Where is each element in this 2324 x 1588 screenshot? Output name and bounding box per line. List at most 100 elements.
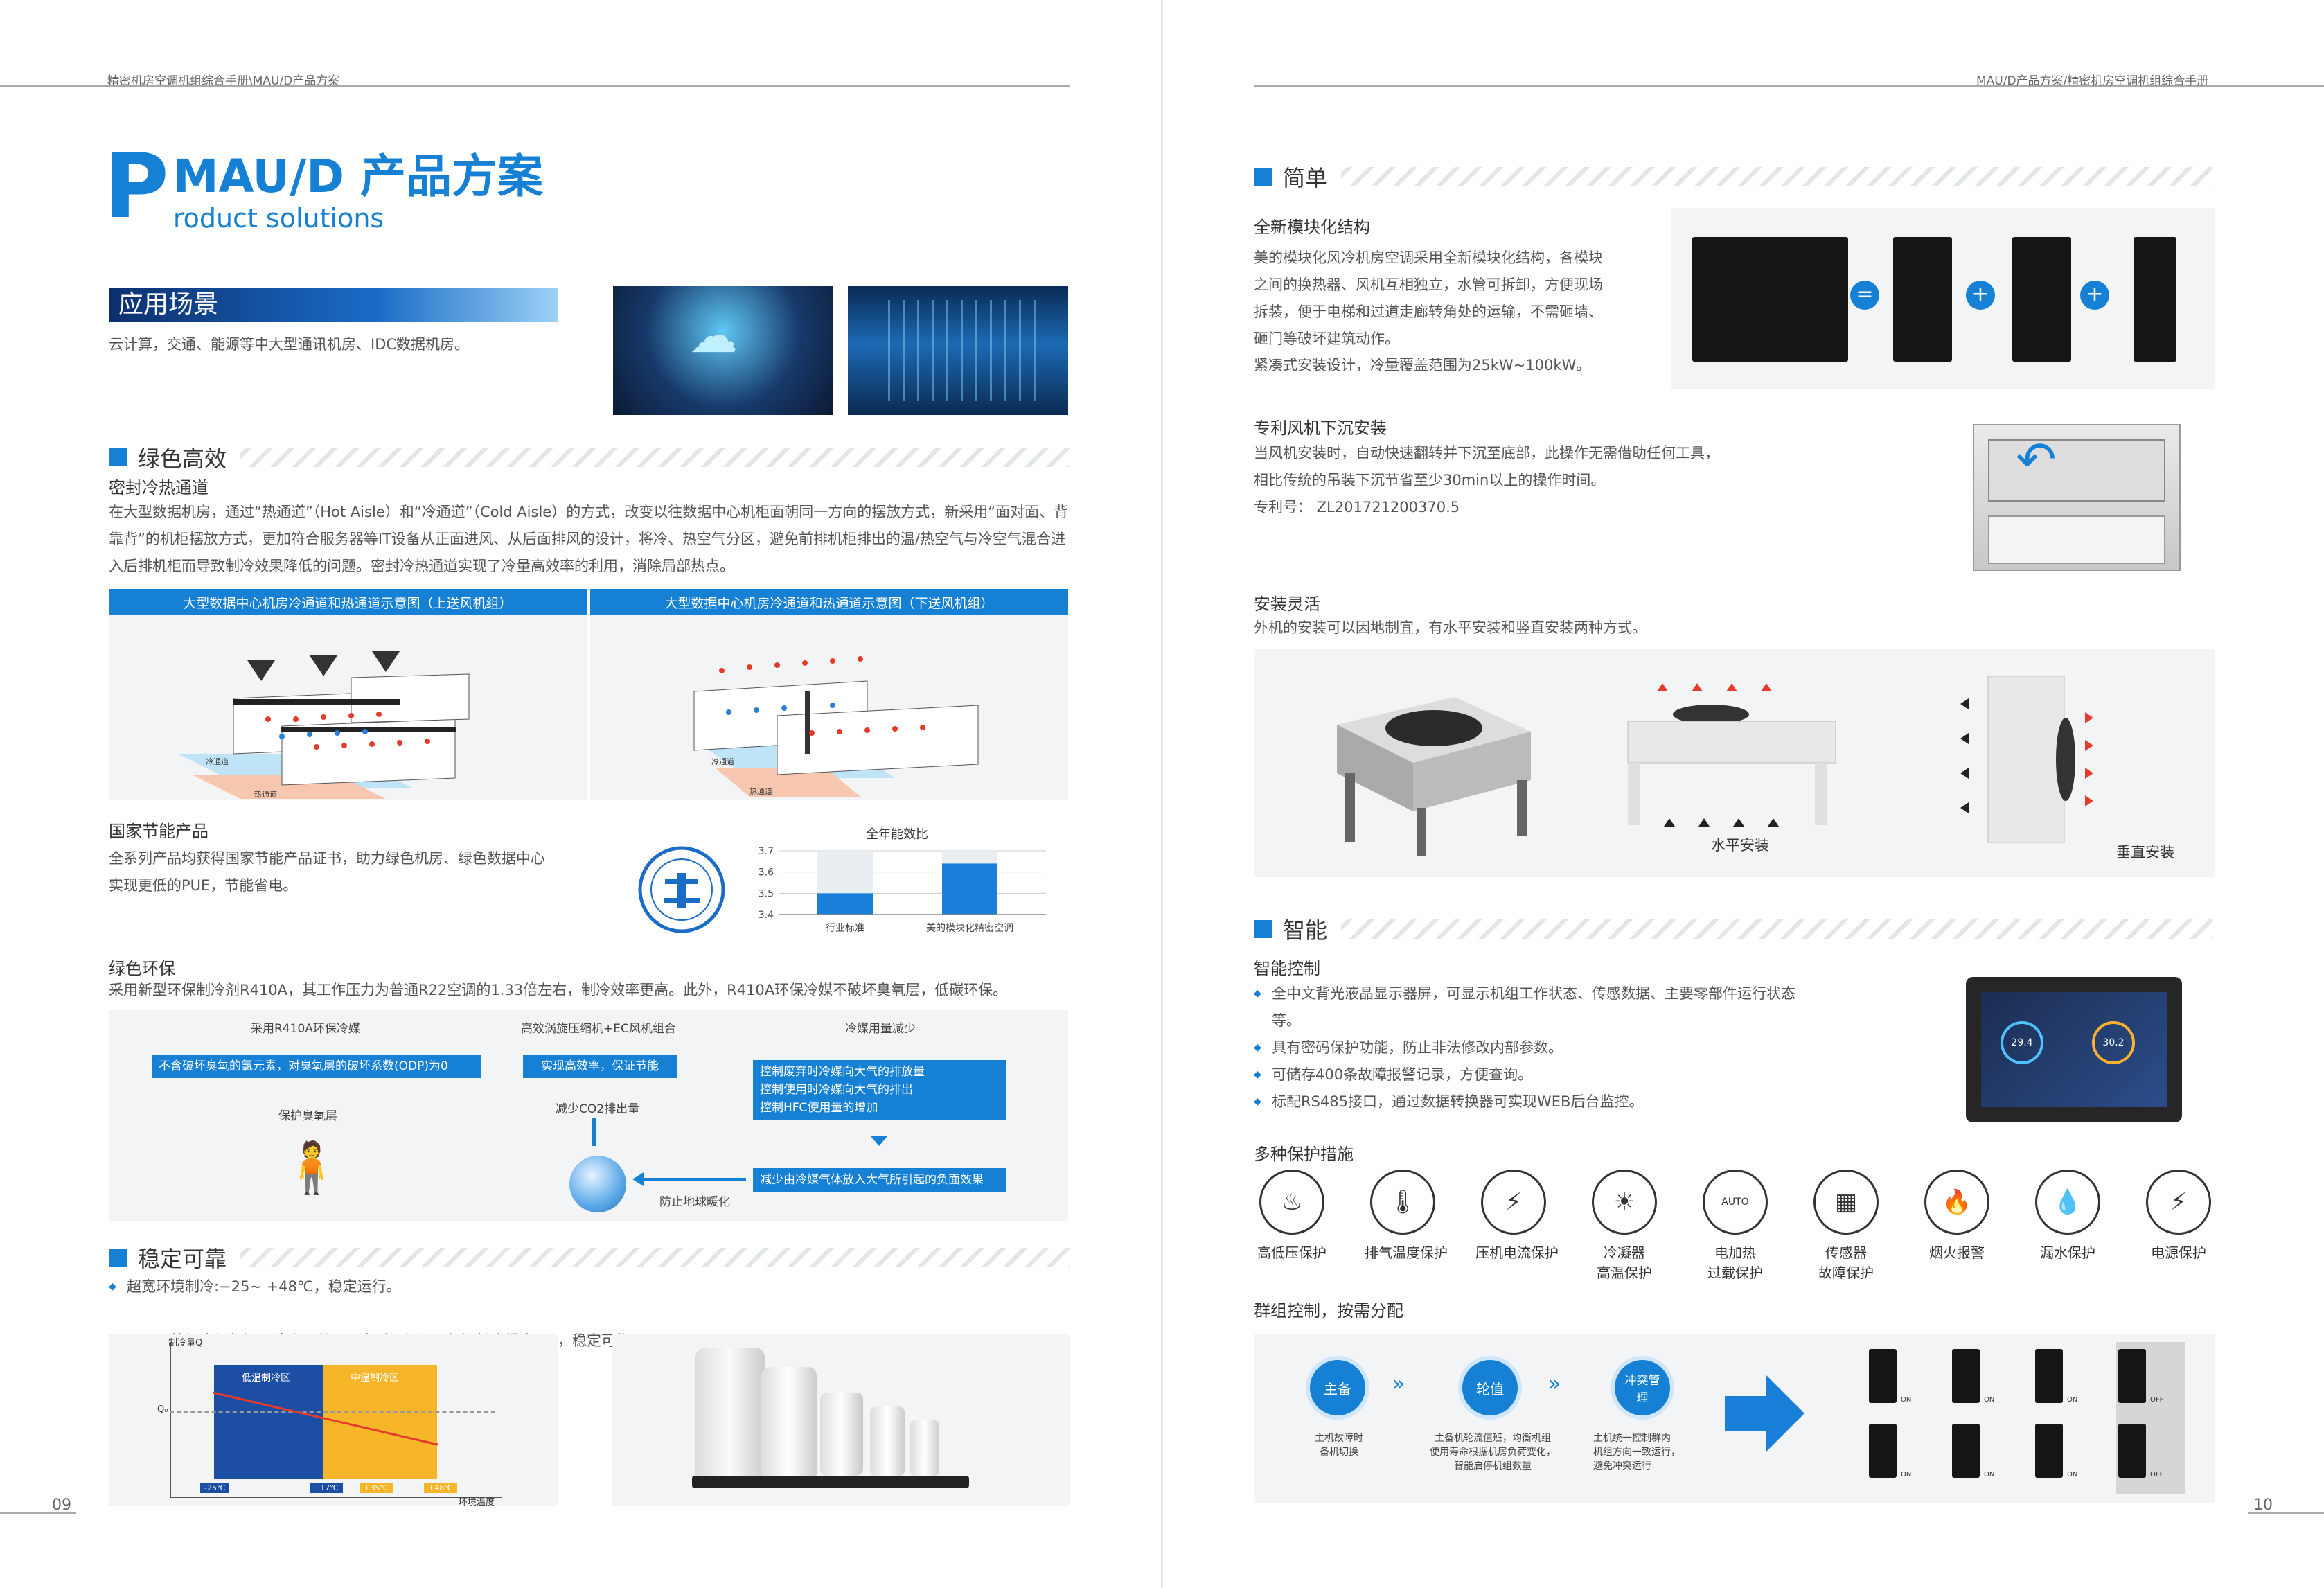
- y-tick-label: 3.5: [759, 888, 774, 899]
- energy-title: 国家节能产品: [109, 822, 209, 841]
- right-running-header: MAU/D产品方案/精密机房空调机组综合手册: [1976, 74, 2209, 88]
- page-fold: [1161, 0, 1163, 1588]
- section-smart: 智能: [1254, 913, 2213, 945]
- left-arrow: [632, 1172, 644, 1186]
- install-text: 外机的安装可以因地制宜，有水平安装和竖直安装两种方式。: [1254, 619, 1647, 636]
- smoke-fire-alarm: 🔥烟火报警: [1919, 1170, 1995, 1262]
- efficiency-chart: 全年能效比 3.4 3.5 3.6 3.7 行业标准 美的模块化精密空调: [741, 824, 1074, 949]
- plug-icon: ⚡: [1481, 1170, 1546, 1235]
- svg-text:热通道: 热通道: [749, 786, 772, 796]
- x-tick-label: 美的模块化精密空调: [926, 922, 1013, 934]
- lcd-controller[interactable]: 29.4 30.2: [1966, 977, 2182, 1122]
- energy-text: 全系列产品均获得国家节能产品证书，助力绿色机房、绿色数据中心实现更低的PUE，节…: [109, 850, 545, 894]
- svg-text:冷通道: 冷通道: [206, 757, 229, 766]
- svg-text:冷通道: 冷通道: [711, 757, 734, 766]
- pressure-icon: ♨: [1259, 1170, 1324, 1235]
- conflict-management-circle: 冲突管理: [1611, 1356, 1674, 1420]
- eco-col3-box2: 减少由冷媒气体放入大气所引起的负面效果: [753, 1168, 1006, 1192]
- sensor-icon: ▦: [1813, 1170, 1879, 1235]
- unit-off: [2118, 1349, 2146, 1403]
- bar: [817, 893, 873, 915]
- fan-text: 当风机安装时，自动快速翻转并下沉至底部，此操作无需借助任何工具，相比传统的吊装下…: [1254, 445, 1719, 488]
- page-number-right: 10: [2253, 1497, 2273, 1514]
- sensor-fault-protection: ▦传感器故障保护: [1808, 1170, 1884, 1282]
- power-shield-icon: ⚡: [2146, 1170, 2211, 1235]
- equals-icon: =: [1850, 281, 1879, 310]
- outdoor-unit-photo: [1337, 697, 1531, 856]
- datacenter-photo: [848, 286, 1068, 415]
- scenario-text: 云计算，交通、能源等中大型通讯机房、IDC数据机房。: [109, 336, 470, 353]
- downflow-aisle-illustration: 冷通道 热通道: [693, 656, 979, 797]
- aisle-text: 在大型数据机房，通过“热通道”（Hot Aisle）和“冷通道”（Cold Ai…: [109, 504, 1069, 574]
- eco-col3-box: 控制废弃时冷媒向大气的排放量 控制使用时冷媒向大气的排出 控制HFC使用量的增加: [753, 1060, 1006, 1120]
- earth-icon: [569, 1156, 626, 1212]
- eco-col1-foot: 保护臭氧层: [278, 1109, 337, 1123]
- group-control-diagram: 主备 主机故障时备机切换 » 轮值 主备机轮流值班，均衡机组使用寿命根据机房负荷…: [1254, 1334, 2215, 1503]
- condenser-high-temp-protection: ☀冷凝器高温保护: [1586, 1170, 1662, 1282]
- compressor-current-protection: ⚡压机电流保护: [1475, 1170, 1559, 1262]
- eco-col3-head: 冷媒用量减少: [845, 1022, 916, 1036]
- water-leak-protection: 💧漏水保护: [2030, 1170, 2106, 1262]
- plus-icon: +: [1966, 281, 1995, 310]
- cloud-icon: ☁: [689, 307, 738, 364]
- y-tick-label: 3.4: [759, 910, 774, 921]
- eco-col1-head: 采用R410A环保冷媒: [251, 1022, 360, 1036]
- module-3: [2134, 237, 2176, 362]
- module-2: [2012, 237, 2071, 362]
- header-rule-right: [1254, 85, 2324, 87]
- header-rule: [0, 85, 1070, 87]
- eco-text: 采用新型环保制冷剂R410A，其工作压力为普通R22空调的1.33倍左右，制冷效…: [109, 982, 1008, 998]
- eco-col1-box: 不含破坏臭氧的氯元素，对臭氧层的破坏系数(ODP)为0: [152, 1055, 481, 1078]
- thermometer-icon: 🌡: [1370, 1170, 1435, 1235]
- unit-on: [1952, 1424, 1980, 1478]
- scenario-title: 应用场景: [109, 288, 558, 322]
- eco-col2-box: 实现高效率，保证节能: [523, 1055, 677, 1078]
- eco-col2-head: 高效涡旋压缩机+EC风机组合: [521, 1022, 676, 1036]
- patent-number: 专利号： ZL201721200370.5: [1254, 499, 1460, 515]
- section-simple: 简单: [1254, 161, 2213, 193]
- install-images: 水平安装 垂直安装: [1254, 649, 2215, 877]
- bar: [942, 863, 997, 915]
- section-stable: 稳定可靠: [109, 1242, 1070, 1273]
- page-number-left: 09: [52, 1497, 71, 1514]
- condenser-icon: ☀: [1592, 1170, 1657, 1235]
- y-tick-label: 3.7: [759, 846, 774, 857]
- exhaust-temp-protection: 🌡排气温度保护: [1365, 1170, 1448, 1262]
- eco-flow-diagram: 采用R410A环保冷媒 不含破坏臭氧的氯元素，对臭氧层的破坏系数(ODP)为0 …: [109, 1010, 1068, 1221]
- big-right-arrow-icon: [1725, 1375, 1804, 1452]
- modular-units-image: = + +: [1671, 208, 2215, 389]
- modular-title: 全新模块化结构: [1254, 218, 1370, 237]
- group-control-title: 群组控制，按需分配: [1254, 1301, 1403, 1321]
- smart-bullets: 全中文背光液晶显示器屏，可显示机组工作状态、传感数据、主要零部件运行状态等。 具…: [1254, 980, 1808, 1115]
- eco-warming: 防止地球暖化: [659, 1195, 730, 1209]
- horizontal-install-illustration: [1627, 683, 1836, 827]
- fan-sinking-photo: ↶: [1973, 424, 2181, 571]
- chevron-right-icon: »: [1548, 1372, 1561, 1396]
- x-tick-label: 行业标准: [826, 923, 864, 934]
- unit-on: [1952, 1349, 1980, 1403]
- humidifier-photo: [612, 1334, 1070, 1506]
- y-tick-label: 3.6: [759, 867, 774, 879]
- cloud-hands-photo: ☁: [613, 286, 833, 415]
- plus-icon: +: [2080, 281, 2109, 310]
- install-title: 安装灵活: [1254, 594, 1320, 614]
- auto-heater-icon: AUTO: [1703, 1170, 1768, 1235]
- chart-title: 全年能效比: [866, 827, 928, 842]
- unit-off: [2118, 1424, 2146, 1478]
- aisle-title: 密封冷热通道: [109, 478, 209, 497]
- right-page: MAU/D产品方案/精密机房空调机组综合手册 简单 全新模块化结构 美的模块化风…: [1162, 0, 2324, 1588]
- left-page: 精密机房空调机组综合手册\MAU/D产品方案 P MAU/D 产品方案 rodu…: [0, 0, 1162, 1588]
- modular-text-2: 紧凑式安装设计，冷量覆盖范围为25kW~100kW。: [1254, 357, 1591, 373]
- unit-on: [2035, 1349, 2063, 1403]
- high-low-pressure-protection: ♨高低压保护: [1254, 1170, 1330, 1262]
- rotation-circle: 轮值: [1458, 1356, 1522, 1420]
- curved-arrow-icon: ↶: [2016, 431, 2057, 488]
- eco-col2-foot: 减少CO2排出量: [556, 1102, 640, 1116]
- modular-text: 美的模块化风冷机房空调采用全新模块化结构，各模块之间的换热器、风机互相独立，水管…: [1254, 249, 1603, 347]
- energy-certification-seal: [638, 846, 725, 933]
- power-protection: ⚡电源保护: [2140, 1170, 2217, 1262]
- chevron-right-icon: »: [1392, 1372, 1405, 1396]
- smart-control-title: 智能控制: [1254, 959, 1320, 978]
- left-running-header: 精密机房空调机组综合手册\MAU/D产品方案: [107, 74, 340, 88]
- cooling-range-graph: 制冷量Q 低温制冷区 中温制冷区 Q₀ -25℃ +17℃ +35℃ +48℃ …: [109, 1334, 558, 1508]
